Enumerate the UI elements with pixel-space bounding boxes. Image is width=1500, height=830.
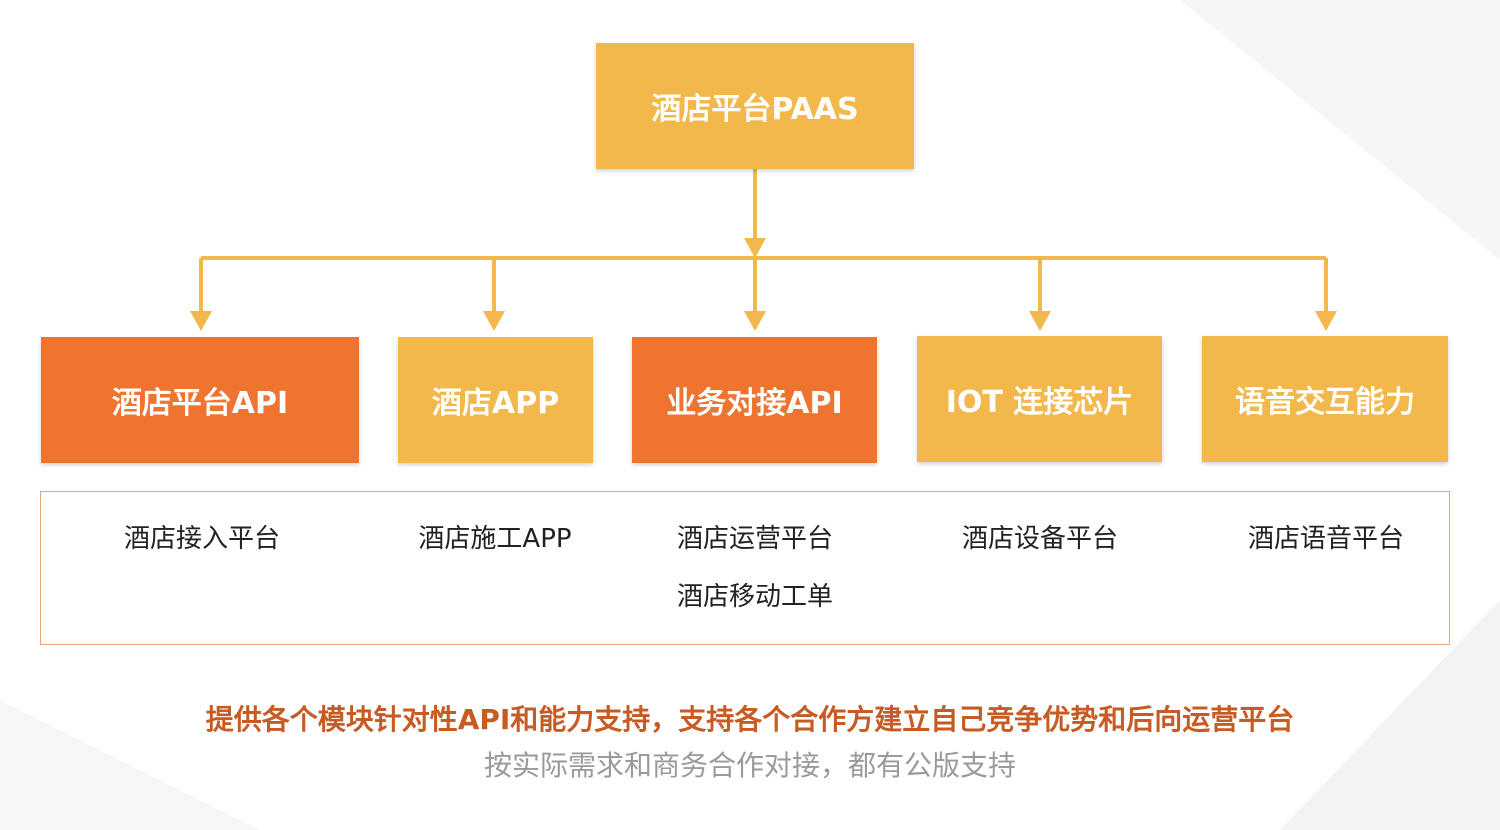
detail-item: 酒店施工APP xyxy=(418,524,572,554)
module-box-iot-chip: IOT 连接芯片 xyxy=(917,336,1162,462)
detail-item: 酒店接入平台 xyxy=(123,524,281,554)
arrow-head-trunk xyxy=(744,238,766,258)
module-box-hotel-app: 酒店APP xyxy=(398,337,593,463)
detail-item: 酒店运营平台 xyxy=(676,524,834,554)
arrow-head-1 xyxy=(190,311,212,331)
module-label: 酒店平台API xyxy=(111,386,289,421)
footer-sub-statement: 按实际需求和商务合作对接，都有公版支持 xyxy=(483,749,1016,782)
detail-column-2: 酒店施工APP xyxy=(418,510,571,568)
detail-panel: 酒店接入平台 酒店施工APP 酒店运营平台 酒店移动工单 酒店设备平台 酒店语音… xyxy=(40,491,1450,645)
footer-main-statement: 提供各个模块针对性API和能力支持，支持各个合作方建立自己竞争优势和后向运营平台 xyxy=(205,703,1295,736)
module-label: 业务对接API xyxy=(666,386,843,421)
module-label: 酒店APP xyxy=(431,386,560,421)
module-label: 语音交互能力 xyxy=(1235,385,1415,420)
module-box-hotel-platform-api: 酒店平台API xyxy=(41,337,359,463)
top-node-label: 酒店平台PAAS xyxy=(651,92,859,127)
arrow-head-5 xyxy=(1315,311,1337,331)
detail-item: 酒店移动工单 xyxy=(676,582,834,612)
detail-column-5: 酒店语音平台 xyxy=(1248,510,1404,568)
detail-item: 酒店设备平台 xyxy=(961,524,1119,554)
arrow-head-4 xyxy=(1029,311,1051,331)
arrow-head-2 xyxy=(483,311,505,331)
detail-column-4: 酒店设备平台 xyxy=(962,510,1118,568)
top-node-paas: 酒店平台PAAS xyxy=(596,43,914,169)
detail-item: 酒店语音平台 xyxy=(1247,524,1405,554)
module-box-voice-interaction: 语音交互能力 xyxy=(1202,336,1448,462)
module-label: IOT 连接芯片 xyxy=(945,385,1134,420)
arrow-head-3 xyxy=(744,311,766,331)
detail-column-3: 酒店运营平台 酒店移动工单 xyxy=(677,510,833,626)
module-box-business-api: 业务对接API xyxy=(632,337,877,463)
detail-column-1: 酒店接入平台 xyxy=(124,510,280,568)
